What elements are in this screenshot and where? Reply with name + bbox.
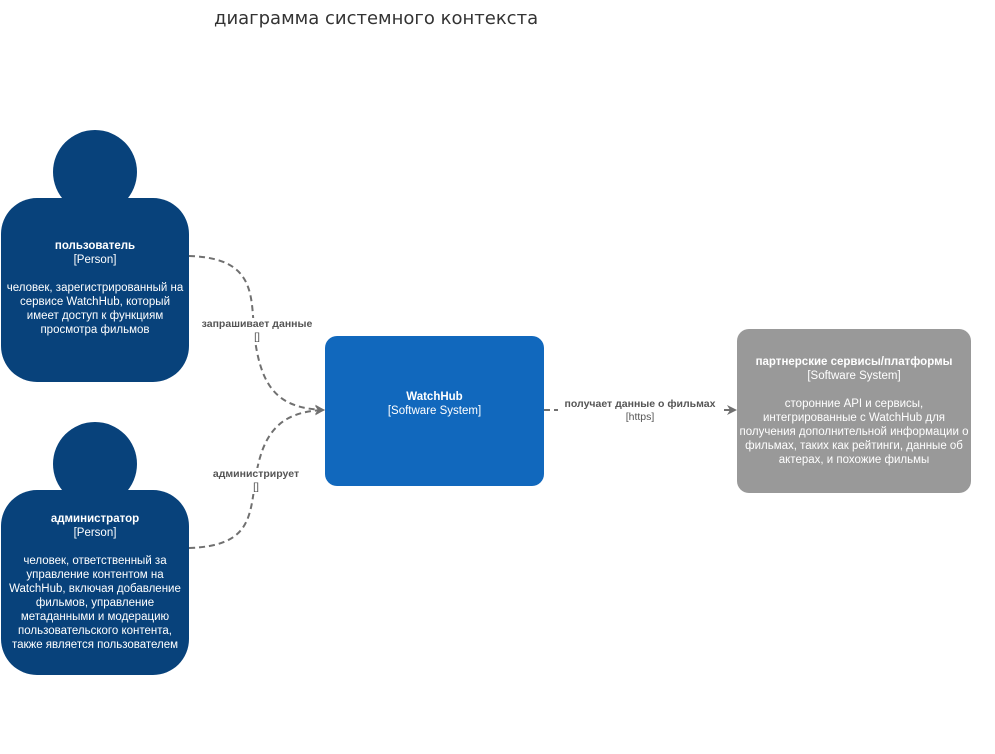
edge-watchhub-to-partners-text: получает данные о фильмах xyxy=(564,398,716,410)
edge-watchhub-to-partners-tech: [https] xyxy=(625,411,655,423)
partners-type: [Software System] xyxy=(807,370,901,382)
watchhub-type: [Software System] xyxy=(387,405,482,417)
admin-name: администратор xyxy=(50,513,140,525)
edge-admin-to-watchhub-tech: [] xyxy=(253,481,259,493)
user-description: человек, зарегистрированный на сервисе W… xyxy=(6,282,184,336)
diagram-title: диаграмма системного контекста xyxy=(214,8,539,29)
edge-admin-to-watchhub[interactable] xyxy=(188,405,325,549)
watchhub-system-node[interactable]: WatchHub [Software System] xyxy=(325,336,544,486)
edge-admin-to-watchhub-label: администрирует [] xyxy=(206,468,306,494)
edge-user-to-watchhub-text: запрашивает данные xyxy=(201,318,313,330)
admin-description: человек, ответственный за управление кон… xyxy=(9,555,181,651)
watchhub-name: WatchHub xyxy=(406,391,463,403)
edge-user-to-watchhub-label: запрашивает данные [] xyxy=(198,318,316,344)
edge-admin-to-watchhub-text: администрирует xyxy=(212,468,300,480)
user-type: [Person] xyxy=(73,254,117,266)
user-name: пользователь xyxy=(54,240,136,252)
admin-type: [Person] xyxy=(73,527,117,539)
admin-person-node[interactable]: администратор [Person] человек, ответств… xyxy=(1,490,189,675)
edge-user-to-watchhub-tech: [] xyxy=(254,331,260,343)
user-person-node[interactable]: пользователь [Person] человек, зарегистр… xyxy=(1,198,189,382)
edge-watchhub-to-partners-label: получает данные о фильмах [https] xyxy=(558,398,722,424)
partners-description: сторонние API и сервисы, интегрированные… xyxy=(739,398,969,466)
partners-system-node[interactable]: партнерские сервисы/платформы [Software … xyxy=(737,329,971,493)
partners-name: партнерские сервисы/платформы xyxy=(755,356,953,368)
